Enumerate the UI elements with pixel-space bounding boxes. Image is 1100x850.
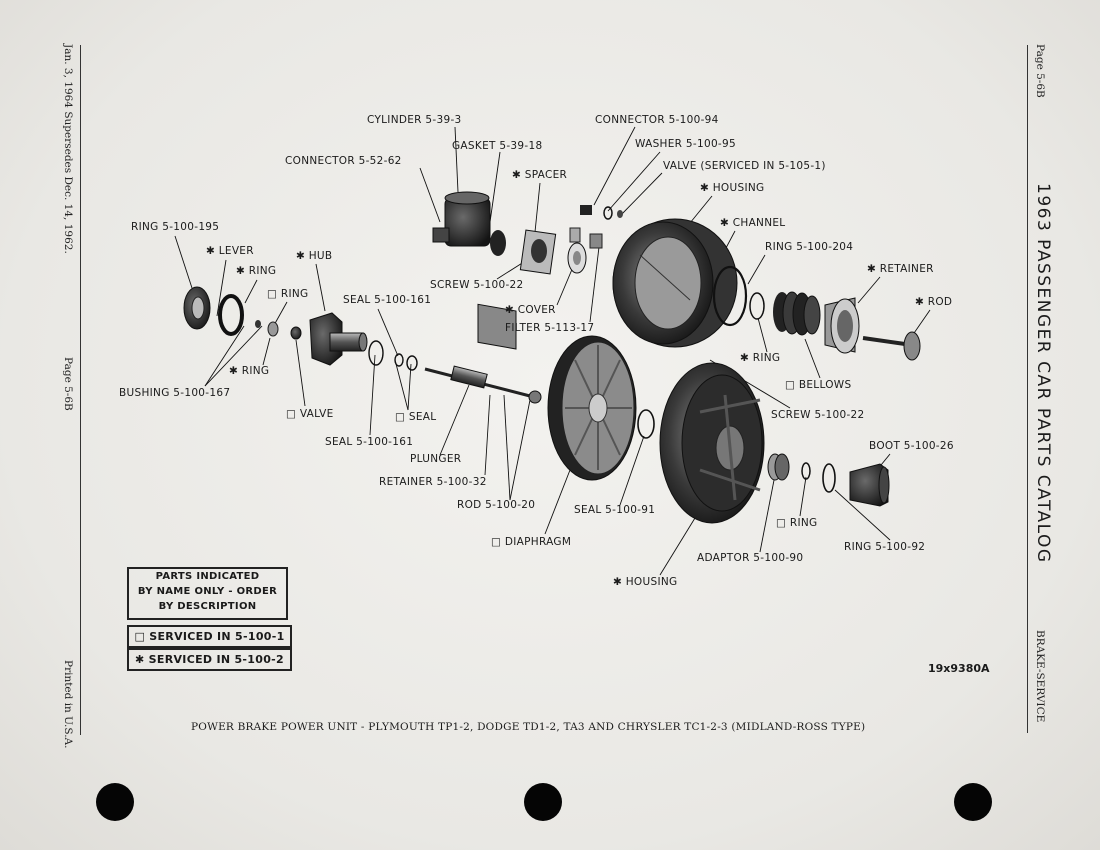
cylinder-part bbox=[432, 191, 517, 350]
plunger-part bbox=[424, 365, 542, 404]
label-screw-22-top: SCREW 5-100-22 bbox=[430, 279, 524, 291]
legend-line-1: PARTS INDICATED bbox=[155, 571, 260, 582]
label-bellows: □ BELLOWS bbox=[785, 379, 852, 391]
label-connector-100-94: CONNECTOR 5-100-94 bbox=[595, 114, 719, 126]
label-washer: WASHER 5-100-95 bbox=[635, 138, 736, 150]
label-diaphragm: □ DIAPHRAGM bbox=[491, 536, 572, 548]
hub-part bbox=[309, 312, 368, 366]
adaptor-part bbox=[767, 453, 790, 481]
label-screw-22-bottom: SCREW 5-100-22 bbox=[771, 409, 865, 421]
label-ring-204: RING 5-100-204 bbox=[765, 241, 854, 253]
label-plunger: PLUNGER bbox=[410, 453, 462, 465]
label-rod-20: ROD 5-100-20 bbox=[457, 499, 536, 511]
left-margin-rule bbox=[80, 45, 81, 735]
boot-part bbox=[849, 463, 890, 507]
label-ring-star-3: ✱ RING bbox=[229, 365, 270, 377]
label-ring-star-2: ✱ RING bbox=[740, 352, 781, 364]
label-filter: FILTER 5-113-17 bbox=[505, 322, 595, 334]
label-ring-195: RING 5-100-195 bbox=[131, 221, 220, 233]
label-valve-box: □ VALVE bbox=[286, 408, 334, 420]
figure-number: 19x9380A bbox=[928, 662, 990, 675]
label-seal-161-top: SEAL 5-100-161 bbox=[343, 294, 432, 306]
label-housing-top: ✱ HOUSING bbox=[700, 182, 765, 194]
label-ring-star-1: ✱ RING bbox=[236, 265, 277, 277]
leader-lines bbox=[174, 126, 931, 576]
bellows-part bbox=[773, 291, 821, 336]
top-housing-part bbox=[612, 218, 738, 348]
legend-description-box: PARTS INDICATED BY NAME ONLY - ORDER BY … bbox=[127, 567, 288, 620]
ring-92-part bbox=[822, 463, 836, 493]
label-seal-161-bottom: SEAL 5-100-161 bbox=[325, 436, 414, 448]
label-boot: BOOT 5-100-26 bbox=[869, 440, 954, 452]
legend-serviced-box: □ SERVICED IN 5-100-1 bbox=[127, 625, 292, 648]
label-ring-box-2: □ RING bbox=[776, 517, 818, 529]
retainer-part bbox=[824, 297, 860, 354]
label-rod-star: ✱ ROD bbox=[915, 296, 953, 308]
label-lever: ✱ LEVER bbox=[206, 245, 254, 257]
legend-serviced-star: ✱ SERVICED IN 5-100-2 bbox=[127, 648, 292, 671]
label-cover: ✱ COVER bbox=[505, 304, 556, 316]
small-ring-part bbox=[801, 462, 811, 480]
punch-hole-right bbox=[954, 783, 992, 821]
label-retainer-32: RETAINER 5-100-32 bbox=[379, 476, 487, 488]
label-connector-52-62: CONNECTOR 5-52-62 bbox=[285, 155, 402, 167]
label-ring-box-1: □ RING bbox=[267, 288, 309, 300]
cover-filter-part bbox=[567, 227, 603, 274]
seal-91-part bbox=[637, 409, 655, 439]
label-adaptor: ADAPTOR 5-100-90 bbox=[697, 552, 804, 564]
label-housing-bottom: ✱ HOUSING bbox=[613, 576, 678, 588]
rod-part bbox=[862, 331, 921, 361]
label-gasket: GASKET 5-39-18 bbox=[452, 140, 543, 152]
label-seal-box: □ SEAL bbox=[395, 411, 437, 423]
label-bushing: BUSHING 5-100-167 bbox=[119, 387, 231, 399]
punch-hole-left bbox=[96, 783, 134, 821]
ring-and-lever-part bbox=[183, 286, 244, 336]
figure-caption: POWER BRAKE POWER UNIT - PLYMOUTH TP1-2,… bbox=[191, 721, 866, 733]
label-channel: ✱ CHANNEL bbox=[720, 217, 786, 229]
connector-washer-valve-part bbox=[580, 205, 623, 220]
label-ring-92: RING 5-100-92 bbox=[844, 541, 926, 553]
small-rings-part bbox=[255, 320, 302, 340]
label-spacer: ✱ SPACER bbox=[512, 169, 568, 181]
channel-ring-part bbox=[712, 265, 765, 327]
punch-hole-center bbox=[524, 783, 562, 821]
right-margin-rule bbox=[1027, 45, 1028, 733]
label-cylinder: CYLINDER 5-39-3 bbox=[367, 114, 462, 126]
legend-line-2: BY NAME ONLY - ORDER bbox=[137, 586, 278, 597]
label-hub: ✱ HUB bbox=[296, 250, 333, 262]
label-seal-91: SEAL 5-100-91 bbox=[574, 504, 656, 516]
label-valve-serviced: VALVE (SERVICED IN 5-105-1) bbox=[663, 160, 826, 172]
seal-rings-part bbox=[368, 340, 418, 371]
bottom-housing-part bbox=[659, 362, 765, 524]
label-retainer-top: ✱ RETAINER bbox=[867, 263, 934, 275]
spacer-part bbox=[519, 229, 557, 275]
legend-line-3: BY DESCRIPTION bbox=[158, 601, 257, 612]
diaphragm-part bbox=[547, 335, 637, 481]
